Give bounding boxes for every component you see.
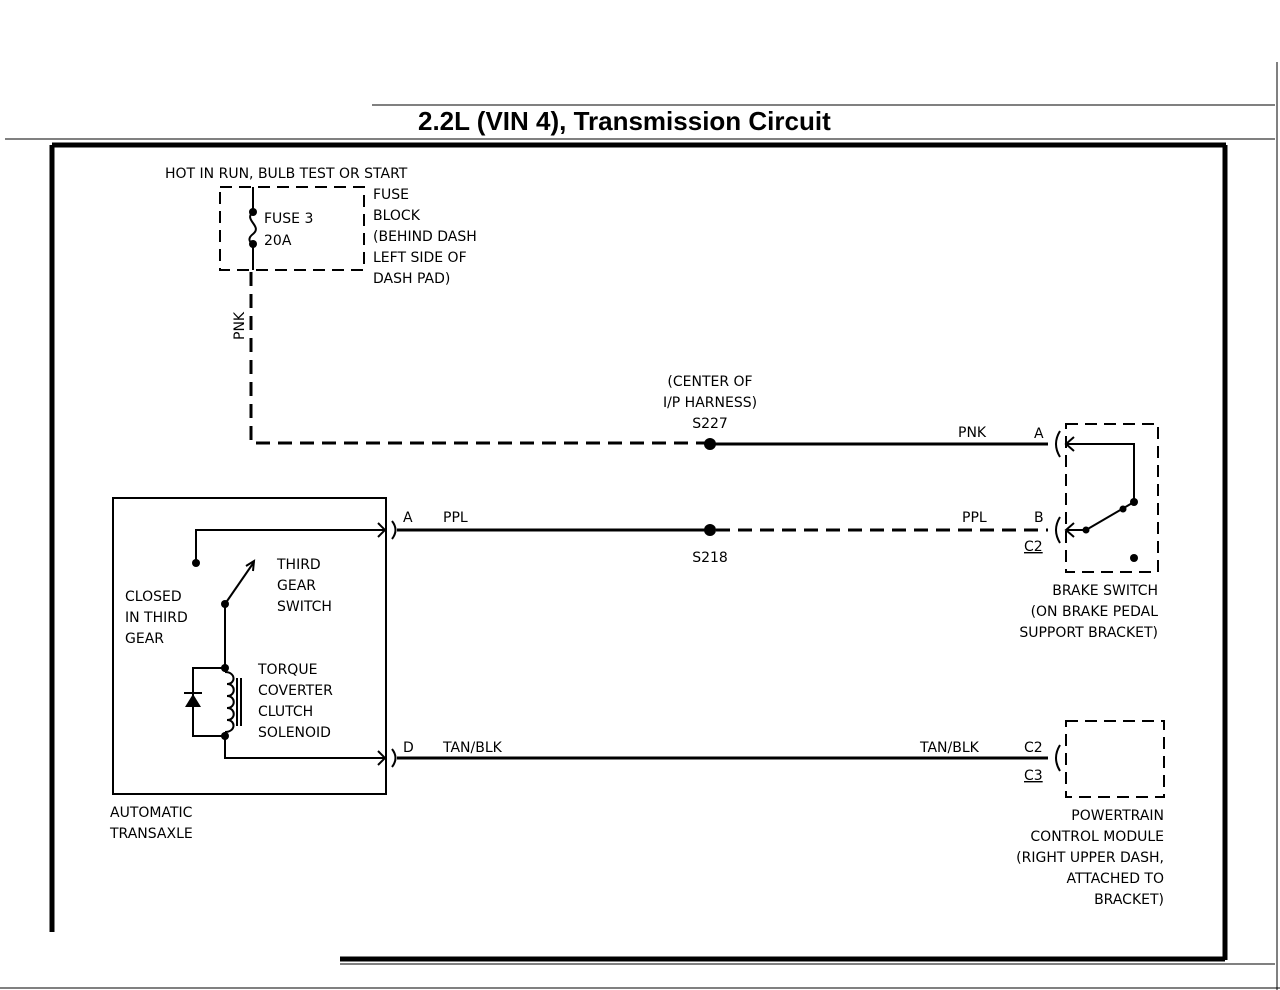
tan-blk-right-label: TAN/BLK xyxy=(919,740,980,756)
splice-s227-label-line-1: (CENTER OF xyxy=(667,374,752,390)
brake-switch: A B C2 BRAKE SWITCH (ON BRAKE PEDAL SUPP… xyxy=(1019,423,1159,641)
ppl-wire: PPL PPL xyxy=(397,510,1048,532)
pnk-vertical-label: PNK xyxy=(232,311,248,340)
diagram-frame xyxy=(0,62,1280,990)
pcm-label-line-5: BRACKET) xyxy=(1094,892,1164,908)
closed-label-line-3: GEAR xyxy=(125,631,164,647)
pcm-label-line-4: ATTACHED TO xyxy=(1066,871,1164,887)
ppl-right-label: PPL xyxy=(962,510,987,526)
fuse-block-label-line-5: DASH PAD) xyxy=(373,271,450,287)
splice-s227-label-line-2: I/P HARNESS) xyxy=(663,395,757,411)
third-gear-switch-label-line-2: GEAR xyxy=(277,578,316,594)
solenoid-label-line-3: CLUTCH xyxy=(258,704,313,720)
brake-connector-a xyxy=(1055,430,1061,458)
pcm-label-line-3: (RIGHT UPPER DASH, xyxy=(1016,850,1164,866)
brake-switch-contact xyxy=(1130,554,1138,562)
pcm-pin: C2 xyxy=(1024,740,1043,756)
splice-s227-dot xyxy=(704,438,716,450)
brake-switch-outline xyxy=(1065,423,1159,573)
fuse-block-label-line-2: BLOCK xyxy=(373,208,421,224)
third-gear-switch-blade xyxy=(224,561,255,605)
tan-blk-left-label: TAN/BLK xyxy=(442,740,503,756)
pcm-connector-id: C3 xyxy=(1024,768,1043,784)
closed-label-line-2: IN THIRD xyxy=(125,610,188,626)
third-gear-switch-label-line-3: SWITCH xyxy=(277,599,332,615)
solenoid-coil xyxy=(224,671,235,733)
fuse-block-label-line-4: LEFT SIDE OF xyxy=(373,250,467,266)
fuse-block: HOT IN RUN, BULB TEST OR START FUSE 3 20… xyxy=(165,166,477,287)
splice-s218-dot xyxy=(704,524,716,536)
diagram-title: 2.2L (VIN 4), Transmission Circuit xyxy=(418,106,831,136)
brake-pin-a: A xyxy=(1034,426,1044,442)
brake-switch-label-line-1: BRAKE SWITCH xyxy=(1052,583,1158,599)
pcm-connector xyxy=(1055,744,1061,772)
pcm-label-line-1: POWERTRAIN xyxy=(1071,808,1164,824)
brake-switch-blade xyxy=(1085,501,1135,531)
transaxle-pin-a: A xyxy=(403,510,413,526)
solenoid-label-line-1: TORQUE xyxy=(257,662,317,678)
brake-pin-b: B xyxy=(1034,510,1044,526)
solenoid-label-line-2: COVERTER xyxy=(258,683,333,699)
splice-s218: S218 xyxy=(692,524,728,566)
ppl-left-label: PPL xyxy=(443,510,468,526)
fuse-block-label-line-1: FUSE xyxy=(373,187,409,203)
fuse-power-label: HOT IN RUN, BULB TEST OR START xyxy=(165,166,408,182)
automatic-transaxle: A D CLOSED IN THIRD GEAR THIRD GEAR SWIT… xyxy=(109,497,414,842)
third-gear-switch-contact-open xyxy=(192,559,200,567)
brake-connector-id: C2 xyxy=(1024,539,1043,555)
splice-s218-label: S218 xyxy=(692,550,728,566)
fuse-name: FUSE 3 xyxy=(264,211,313,227)
fuse-block-outline xyxy=(219,186,365,271)
pcm-outline xyxy=(1065,720,1165,798)
splice-s227: (CENTER OF I/P HARNESS) S227 xyxy=(663,374,757,450)
brake-switch-label-line-2: (ON BRAKE PEDAL xyxy=(1031,604,1159,620)
transaxle-pin-d: D xyxy=(403,740,414,756)
pcm-label-line-2: CONTROL MODULE xyxy=(1030,829,1164,845)
tan-blk-wire: TAN/BLK TAN/BLK xyxy=(397,740,1048,760)
transaxle-label-line-2: TRANSAXLE xyxy=(109,826,193,842)
fuse-block-label-line-3: (BEHIND DASH xyxy=(373,229,477,245)
powertrain-control-module: C2 C3 POWERTRAIN CONTROL MODULE (RIGHT U… xyxy=(1016,720,1165,908)
transaxle-label-line-1: AUTOMATIC xyxy=(110,805,193,821)
solenoid-label-line-4: SOLENOID xyxy=(258,725,331,741)
transaxle-outline xyxy=(112,497,387,795)
splice-s227-label-line-3: S227 xyxy=(692,416,728,432)
third-gear-switch-label-line-1: THIRD xyxy=(276,557,321,573)
fuse-rating: 20A xyxy=(264,233,292,249)
pnk-right-label: PNK xyxy=(958,425,987,441)
pnk-wire: PNK PNK xyxy=(232,272,1048,446)
brake-connector-b xyxy=(1055,516,1061,544)
brake-switch-label-line-3: SUPPORT BRACKET) xyxy=(1019,625,1158,641)
diode-symbol xyxy=(185,694,201,707)
closed-label-line-1: CLOSED xyxy=(125,589,182,605)
